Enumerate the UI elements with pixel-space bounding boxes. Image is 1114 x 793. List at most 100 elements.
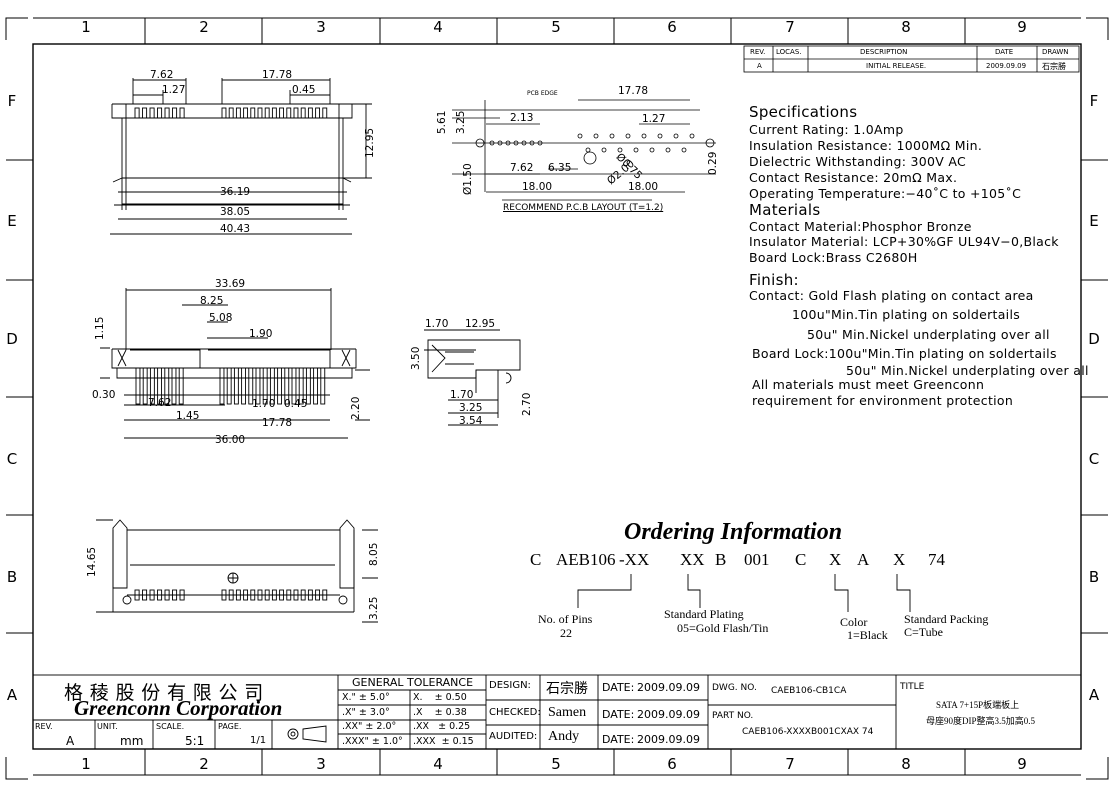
pin — [279, 589, 285, 601]
pin — [300, 589, 306, 601]
pin — [134, 107, 140, 119]
tolerance-cell: X. ± 0.50 — [413, 692, 467, 703]
title-block-frame — [32, 674, 1082, 750]
finish-line: All materials must meet Greenconn — [752, 377, 985, 392]
finish-line: 50u" Min.Nickel underplating over all — [807, 327, 1050, 342]
front-view — [100, 288, 370, 439]
pin — [142, 589, 148, 601]
pcb-layout — [452, 99, 716, 201]
dim-top-38.05: 38.05 — [220, 206, 251, 218]
rev-label: REV. — [35, 722, 53, 731]
zone-label-8: 8 — [901, 755, 911, 773]
pcb-edge-label: PCB EDGE — [527, 90, 558, 97]
dim-front-0.30: 0.30 — [92, 389, 116, 401]
zone-label-8: 8 — [901, 18, 911, 36]
pin — [226, 367, 232, 405]
pcb-hole — [593, 133, 599, 139]
tolerance-cell: X." ± 5.0° — [342, 692, 390, 703]
dim-side-1.70: 1.70 — [425, 318, 449, 330]
pin — [228, 589, 234, 601]
pin — [277, 367, 283, 405]
dim-pcb-3.25: 3.25 — [455, 110, 467, 134]
dim-top-36.19: 36.19 — [220, 186, 251, 198]
pin — [250, 107, 256, 119]
zone-label-5: 5 — [551, 755, 561, 773]
note-pins-value: 22 — [560, 626, 572, 640]
dim-front-0.45: 0.45 — [284, 398, 308, 410]
zone-label-B: B — [6, 568, 18, 586]
dim-side-3.50: 3.50 — [410, 346, 422, 370]
rev-header-rev: REV. — [750, 48, 766, 56]
zone-label-7: 7 — [785, 755, 795, 773]
zone-label-C: C — [6, 450, 18, 468]
dim-front-1.15: 1.15 — [94, 316, 106, 340]
pcb-hole — [489, 140, 495, 146]
ordering-leaders — [577, 574, 911, 612]
scale-value: 5:1 — [185, 734, 205, 748]
pcb-hole — [649, 147, 655, 153]
rev-header-description: DESCRIPTION — [860, 48, 908, 56]
ordering-code-segment: B — [715, 550, 727, 569]
tolerance-cell: .XXX" ± 1.0° — [342, 735, 403, 747]
pin — [221, 107, 227, 119]
zone-label-A: A — [1088, 686, 1100, 704]
pin — [221, 589, 227, 601]
dim-front-8.25: 8.25 — [200, 295, 224, 307]
note-color-label: Color — [840, 615, 868, 629]
ordering-code-segment: AEB106 — [556, 550, 616, 569]
tolerance-cell: .XX" ± 2.0° — [342, 721, 397, 732]
dim-top-1.27: 1.27 — [162, 84, 186, 96]
zone-label-2: 2 — [199, 755, 209, 773]
title-line-1: SATA 7+15P板端板上 — [936, 700, 1020, 710]
tolerance-cell: .XXX ± 0.15 — [413, 735, 474, 747]
dim-side-3.25: 3.25 — [459, 402, 483, 414]
pin — [179, 589, 185, 601]
zone-label-9: 9 — [1017, 755, 1027, 773]
pin — [172, 589, 178, 601]
side-view — [424, 329, 521, 426]
rev-row-rev: A — [757, 62, 762, 70]
spec-line: Dielectric Withstanding: 300V AC — [749, 154, 967, 169]
ordering-code-segment: X — [829, 550, 842, 569]
zone-label-5: 5 — [551, 18, 561, 36]
page-label: PAGE. — [218, 722, 242, 731]
zone-label-9: 9 — [1017, 18, 1027, 36]
pin — [164, 367, 170, 405]
pin — [142, 107, 148, 119]
pin — [298, 367, 304, 405]
finish-line: requirement for environment protection — [752, 393, 1014, 408]
pin — [286, 107, 292, 119]
pin — [134, 589, 140, 601]
pin — [219, 367, 225, 405]
zone-label-6: 6 — [667, 755, 677, 773]
pin — [284, 367, 290, 405]
zone-label-4: 4 — [433, 755, 443, 773]
pin — [149, 589, 155, 601]
dim-front-1.45: 1.45 — [176, 410, 200, 422]
pin — [257, 107, 263, 119]
tolerance-cell: .X" ± 3.0° — [342, 706, 390, 718]
zone-label-1: 1 — [81, 18, 91, 36]
rev-header-locas: LOCAS. — [776, 48, 802, 56]
zone-label-E: E — [1089, 212, 1099, 230]
pcb-hole — [673, 133, 679, 139]
audited-value: Andy — [548, 729, 580, 744]
rev-row-description: INITIAL RELEASE. — [866, 62, 927, 70]
zone-label-F: F — [1089, 92, 1099, 110]
dim-bottom-3.25: 3.25 — [368, 596, 380, 620]
pin — [271, 589, 277, 601]
pin — [286, 589, 292, 601]
top-view — [110, 78, 372, 235]
note-packing-label: Standard Packing — [904, 612, 989, 626]
ordering-code-segment: 74 — [928, 550, 945, 569]
pin — [322, 589, 328, 601]
pin — [157, 589, 163, 601]
dim-pcb-1.27: 1.27 — [642, 113, 666, 125]
unit-label: UNIT. — [97, 722, 118, 731]
pcb-hole — [625, 133, 631, 139]
dim-side-2.70: 2.70 — [521, 392, 533, 416]
finish-line: 100u"Min.Tin plating on soldertails — [792, 307, 1021, 322]
pcb-hole — [497, 140, 503, 146]
design-value: 石宗勝 — [546, 682, 588, 697]
note-color-value: 1=Black — [847, 628, 888, 642]
